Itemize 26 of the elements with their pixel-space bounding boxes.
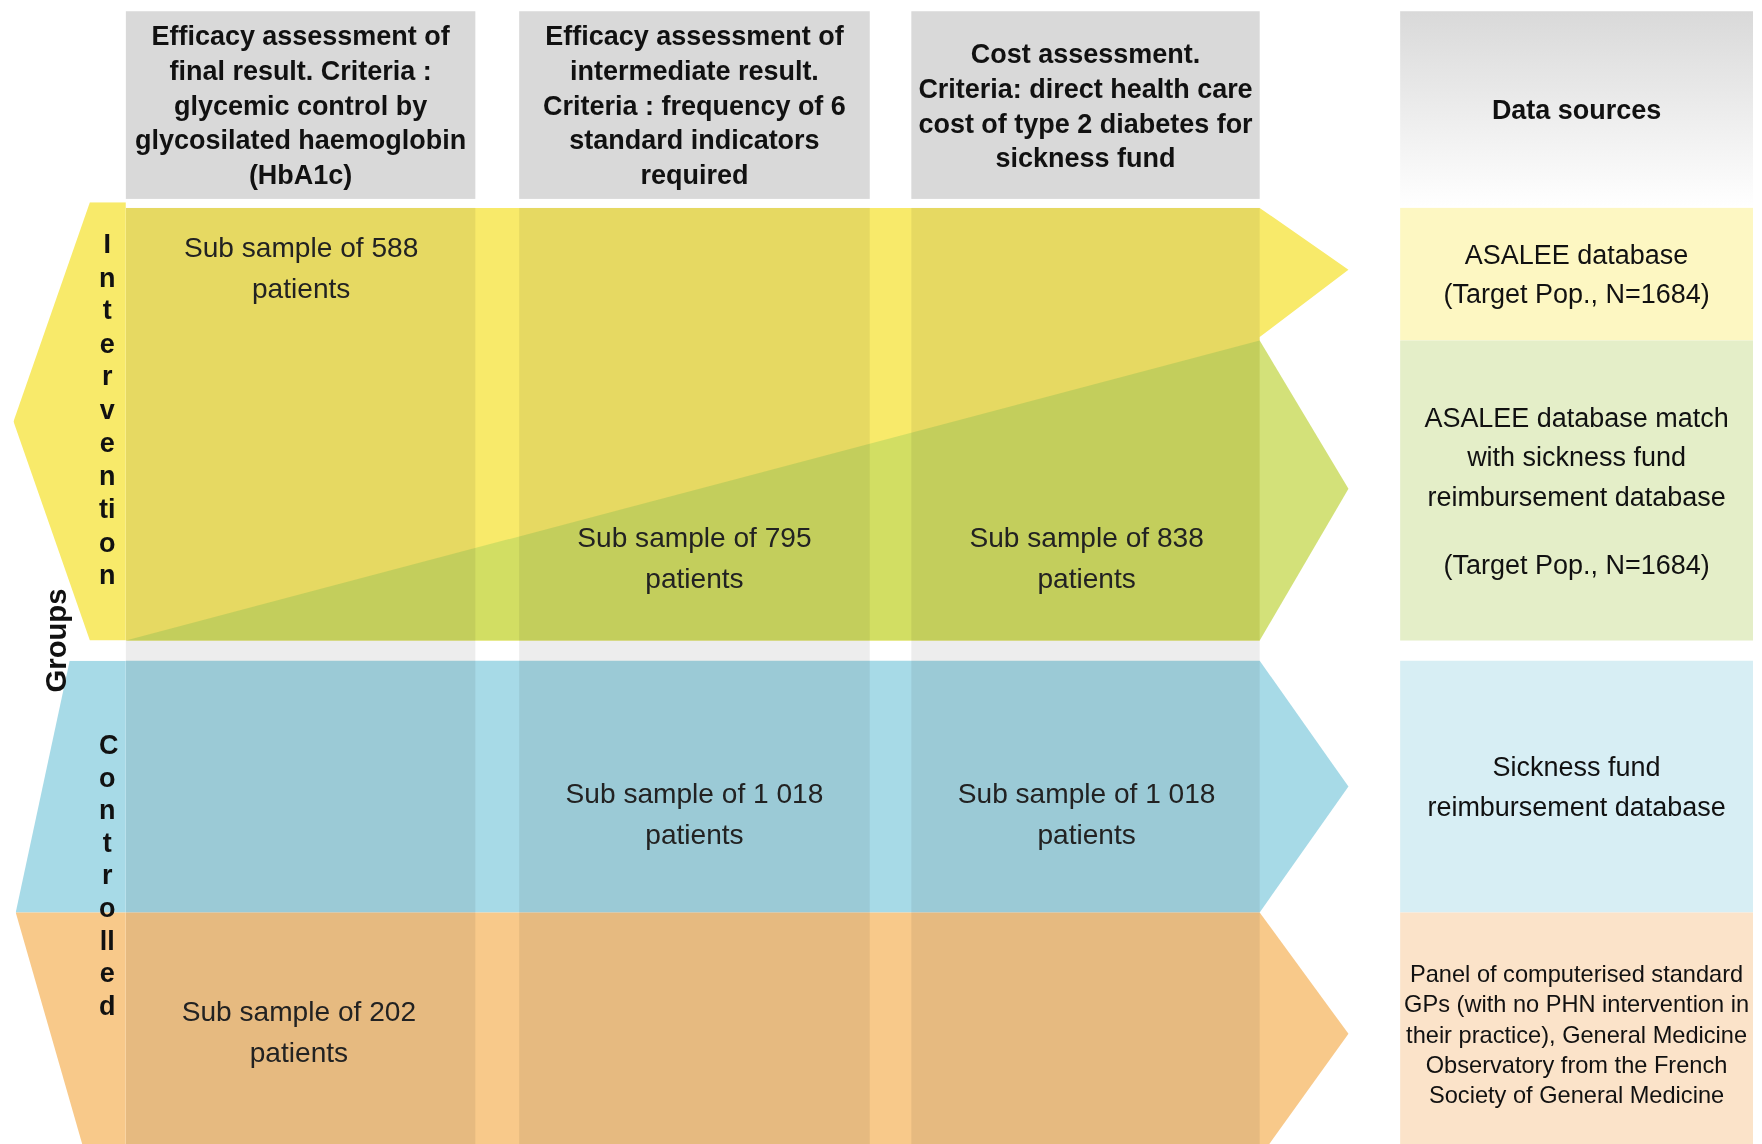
source-text: (Target Pop., N=1684) [1443,547,1710,582]
sample-size-text: Sub sample of 838 patients [968,520,1205,596]
column-header [519,11,870,199]
sample-size-text: Sub sample of 588 patients [183,230,420,306]
sample-size-text: Sub sample of 1 018 patients [564,776,825,852]
column-header [911,11,1260,199]
source-text: ASALEE database [1464,238,1689,272]
source-text: (Target Pop., N=1684) [1443,277,1710,311]
sample-size-text: Sub sample of 1 018 patients [956,776,1217,852]
column-header [1400,11,1753,208]
data-source-box [1400,340,1753,641]
source-text: Sickness fund reimbursement database [1426,750,1727,824]
data-source-box [1400,912,1753,1144]
vertical-group-label: Intervention [98,227,116,592]
header-text: Efficacy assessment of intermediate result. Criteria : frequency of 6 standard indicators required [542,19,847,192]
source-text: Panel of computerised standard GPs (with no PHN intervention in their practice), General Medicine Observatory from the French Society of General Medicine [1403,959,1751,1110]
data-source-box [1400,660,1753,913]
header-text: Data sources [1491,93,1662,127]
data-source-box [1400,207,1753,341]
header-text: Cost assessment. Criteria: direct health care cost of type 2 diabetes for sickness fund [917,36,1254,175]
header-text: Efficacy assessment of final result. Criteria : glycemic control by glycosilated haemoglobin (HbA1c) [134,19,468,192]
sample-size-text: Sub sample of 202 patients [180,994,418,1070]
vertical-group-label: Controlled [98,728,116,1022]
sample-size-text: Sub sample of 795 patients [576,520,813,596]
source-text: ASALEE database match with sickness fund reimbursement database [1423,400,1730,513]
axis-label: Groups [38,588,75,693]
